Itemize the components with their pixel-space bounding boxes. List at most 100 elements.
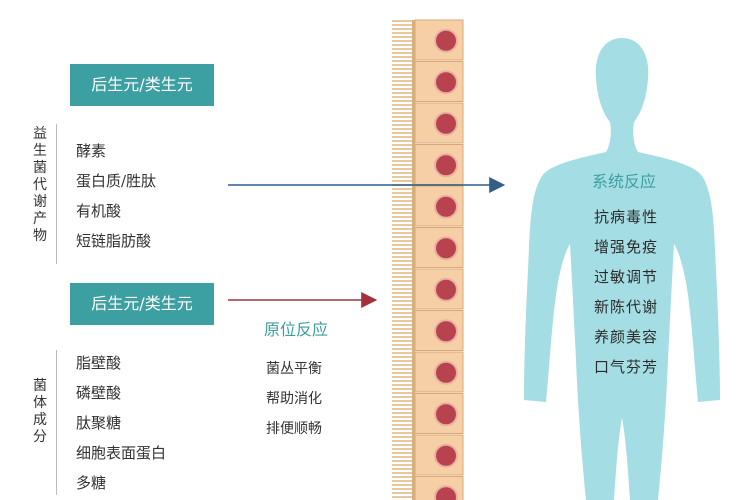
microvillus: [392, 452, 412, 454]
microvillus: [392, 432, 412, 434]
microvillus: [392, 316, 412, 318]
body-shape: [524, 38, 720, 500]
microvillus: [392, 376, 412, 378]
microvillus: [392, 252, 412, 254]
microvillus: [392, 264, 412, 266]
microvillus: [392, 396, 412, 398]
list-item: 帮助消化: [266, 391, 322, 407]
cell-nucleus: [434, 236, 458, 261]
microvillus: [392, 204, 412, 206]
cell-nucleus: [434, 443, 458, 468]
microvillus: [392, 224, 412, 226]
microvillus: [392, 400, 412, 402]
microvillus: [392, 496, 412, 498]
microvillus: [392, 480, 412, 482]
cell-nucleus: [434, 485, 458, 500]
microvillus: [392, 340, 412, 342]
microvillus: [392, 352, 412, 354]
microvillus: [392, 472, 412, 474]
microvillus: [392, 428, 412, 430]
microvillus: [392, 40, 412, 42]
microvillus: [392, 108, 412, 110]
microvillus: [392, 72, 412, 74]
microvillus: [392, 372, 412, 374]
microvillus: [392, 100, 412, 102]
microvillus: [392, 484, 412, 486]
microvillus: [392, 380, 412, 382]
microvillus: [392, 148, 412, 150]
microvillus: [392, 120, 412, 122]
microvillus: [392, 180, 412, 182]
cell-nucleus: [434, 153, 458, 178]
microvillus: [392, 116, 412, 118]
microvillus: [392, 256, 412, 258]
systemic-reaction-title: 系统反应: [592, 172, 657, 191]
intestinal-epithelium: [392, 19, 464, 500]
cell-nucleus: [434, 111, 458, 136]
metabolites-divider: [56, 124, 57, 264]
microvillus: [392, 92, 412, 94]
microvillus: [392, 356, 412, 358]
microvillus: [392, 44, 412, 46]
microvillus: [392, 276, 412, 278]
list-item: 增强免疫: [594, 238, 659, 256]
microvillus: [392, 344, 412, 346]
microvillus: [392, 132, 412, 134]
list-item: 有机酸: [76, 202, 122, 220]
microvillus: [392, 488, 412, 490]
microvillus: [392, 404, 412, 406]
microvillus: [392, 168, 412, 170]
microvillus: [392, 200, 412, 202]
list-item: 多糖: [76, 474, 107, 492]
list-item: 排便顺畅: [266, 421, 322, 437]
microvillus: [392, 336, 412, 338]
microvillus: [392, 48, 412, 50]
cell-nucleus: [434, 360, 458, 385]
microvillus: [392, 300, 412, 302]
microvillus: [392, 320, 412, 322]
microvillus: [392, 56, 412, 58]
microvillus: [392, 268, 412, 270]
microvillus: [392, 240, 412, 242]
microvillus: [392, 52, 412, 54]
microvillus: [392, 436, 412, 438]
list-item: 肽聚糖: [76, 414, 122, 432]
microvillus: [392, 280, 412, 282]
microvillus: [392, 144, 412, 146]
list-item: 细胞表面蛋白: [76, 444, 167, 462]
microvillus: [392, 24, 412, 26]
microvillus: [392, 412, 412, 414]
microvillus: [392, 64, 412, 66]
microvillus: [392, 192, 412, 194]
list-item: 磷壁酸: [76, 384, 122, 402]
microvillus: [392, 308, 412, 310]
microvillus: [392, 236, 412, 238]
microvillus: [392, 84, 412, 86]
cell-nucleus: [434, 28, 458, 53]
microvillus: [392, 440, 412, 442]
list-item: 过敏调节: [594, 268, 659, 286]
microvillus: [392, 424, 412, 426]
microvillus: [392, 124, 412, 126]
microvillus: [392, 392, 412, 394]
microvillus: [392, 32, 412, 34]
microvillus: [392, 464, 412, 466]
microvillus: [392, 444, 412, 446]
list-item: 酵素: [76, 142, 107, 160]
microvillus: [392, 328, 412, 330]
list-item: 脂壁酸: [76, 354, 122, 372]
microvillus: [392, 88, 412, 90]
cell-nucleus: [434, 277, 458, 302]
microvillus: [392, 196, 412, 198]
metabolites-side-label: 益生菌代谢产物: [33, 126, 47, 244]
list-item: 蛋白质/胜肽: [76, 172, 157, 190]
microvillus: [392, 244, 412, 246]
cell-nucleus: [434, 70, 458, 95]
microvillus: [392, 68, 412, 70]
microvillus: [392, 388, 412, 390]
list-item: 短链脂肪酸: [76, 232, 152, 250]
microvillus: [392, 160, 412, 162]
microvillus: [392, 368, 412, 370]
microvillus: [392, 232, 412, 234]
components-divider: [56, 350, 57, 495]
